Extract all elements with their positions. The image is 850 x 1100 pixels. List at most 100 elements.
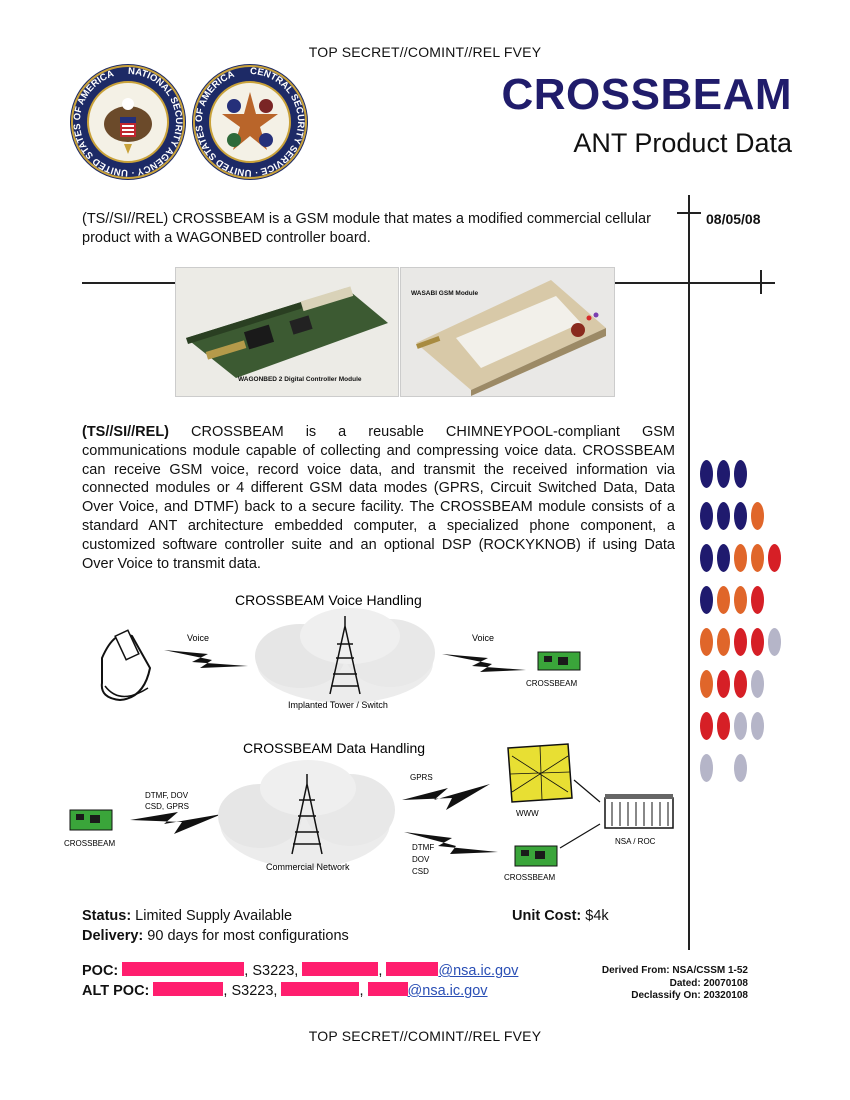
- decorative-dot: [717, 712, 730, 740]
- decorative-dot: [717, 670, 730, 698]
- status-label: Status:: [82, 908, 132, 924]
- gprs-label: GPRS: [410, 773, 433, 782]
- decorative-dot: [734, 670, 747, 698]
- data-diagram-title: CROSSBEAM Data Handling: [243, 740, 425, 756]
- description-marking: (TS//SI//REL): [82, 424, 169, 440]
- alt-poc-comma: ,: [359, 983, 364, 999]
- wasabi-caption: WASABI GSM Module: [411, 290, 479, 297]
- decorative-dot: [700, 460, 713, 488]
- alt-poc-separator: , S3223,: [223, 983, 282, 999]
- data-modes-label-1: DTMF, DOV: [145, 791, 189, 800]
- decorative-dot: [717, 586, 730, 614]
- tower-2-label: Commercial Network: [266, 862, 350, 872]
- declassify-on: Declassify On: 20320108: [631, 990, 748, 1001]
- decorative-dot: [700, 754, 713, 782]
- decorative-dot: [751, 502, 764, 530]
- cloud-network-2: [218, 760, 395, 868]
- nsa-roc-building-icon: [604, 794, 674, 829]
- poc-line: POC: , S3223, , @nsa.ic.gov: [82, 962, 518, 979]
- www-globe-icon: [507, 743, 573, 803]
- decorative-dot: [751, 544, 764, 572]
- wagonbed-caption: WAGONBED 2 Digital Controller Module: [238, 376, 362, 383]
- wagonbed-photo: WAGONBED 2 Digital Controller Module: [175, 267, 399, 397]
- crossbeam-label-1: CROSSBEAM: [526, 679, 577, 688]
- delivery-line: Delivery: 90 days for most configuration…: [82, 928, 349, 944]
- crossbeam-board-icon-1: [537, 651, 581, 671]
- decorative-dot: [734, 754, 747, 782]
- status-value: Limited Supply Available: [131, 908, 293, 924]
- date-tick: [677, 212, 701, 214]
- classification-top: TOP SECRET//COMINT//REL FVEY: [308, 44, 542, 60]
- crossbeam-label-2: CROSSBEAM: [64, 839, 115, 848]
- voice-diagram-title: CROSSBEAM Voice Handling: [235, 592, 422, 608]
- vertical-rule: [688, 195, 690, 950]
- document-date: 08/05/08: [706, 211, 761, 227]
- board-to-roc-line: [559, 823, 601, 849]
- delivery-value: 90 days for most configurations: [143, 928, 349, 944]
- decorative-dot: [717, 628, 730, 656]
- unit-cost-value: $4k: [581, 908, 609, 924]
- tower-1-label: Implanted Tower / Switch: [288, 700, 388, 710]
- redaction-block: [122, 962, 245, 976]
- agency-seals: NATIONAL SECURITY AGENCY · UNITED STATES…: [70, 64, 308, 180]
- classification-bottom: TOP SECRET//COMINT//REL FVEY: [308, 1028, 542, 1044]
- www-label: WWW: [516, 809, 539, 818]
- rule-right: [613, 282, 775, 284]
- gprs-bolt: [402, 784, 490, 810]
- decorative-dot: [734, 628, 747, 656]
- redaction-block: [153, 982, 224, 996]
- crossbeam-board-icon-3: [514, 845, 558, 867]
- decorative-dot: [717, 502, 730, 530]
- redaction-block: [302, 962, 379, 976]
- decorative-dot: [768, 544, 781, 572]
- decorative-dot: [700, 502, 713, 530]
- dov-label: DOV: [412, 855, 430, 864]
- decorative-dot: [751, 712, 764, 740]
- dtmf-label: DTMF: [412, 843, 434, 852]
- poc-comma: ,: [378, 963, 383, 979]
- redaction-block: [367, 982, 408, 996]
- cloud-network-1: [255, 608, 435, 703]
- decorative-dot: [700, 586, 713, 614]
- decorative-dot: [734, 712, 747, 740]
- derived-from: Derived From: NSA/CSSM 1-52: [601, 965, 748, 976]
- decorative-dot: [700, 544, 713, 572]
- decorative-dot: [734, 544, 747, 572]
- page-title: CROSSBEAM: [501, 70, 792, 119]
- delivery-label: Delivery:: [82, 928, 144, 944]
- alt-poc-email-link[interactable]: @nsa.ic.gov: [407, 983, 488, 999]
- voice-left-label: Voice: [187, 633, 209, 643]
- alt-poc-line: ALT POC: , S3223, , @nsa.ic.gov: [82, 982, 488, 999]
- crossbeam-board-icon-2: [69, 809, 113, 831]
- decorative-dot: [700, 712, 713, 740]
- derived-dated: Dated: 20070108: [669, 977, 748, 989]
- decorative-dot: [751, 586, 764, 614]
- decorative-dot: [768, 628, 781, 656]
- data-modes-label-2: CSD, GPRS: [145, 802, 189, 811]
- wagonbed-board-image: [186, 286, 388, 378]
- wasabi-module-image: [416, 280, 606, 396]
- decorative-dot: [734, 460, 747, 488]
- handset-icon: [100, 629, 152, 702]
- tower-icon-1: [329, 616, 361, 695]
- decorative-dot: [717, 544, 730, 572]
- alt-poc-label: ALT POC:: [82, 983, 150, 999]
- nsa-roc-label: NSA / ROC: [615, 837, 656, 846]
- decorative-dot: [700, 670, 713, 698]
- decorative-dot: [700, 628, 713, 656]
- decorative-dot: [751, 670, 764, 698]
- decorative-dot: [717, 460, 730, 488]
- csd-label: CSD: [412, 867, 429, 876]
- data-left-bolt: [130, 812, 222, 834]
- data-lower-bolt: [404, 832, 498, 854]
- decorative-dot: [734, 502, 747, 530]
- nsa-seal: NATIONAL SECURITY AGENCY · UNITED STATES…: [70, 64, 186, 180]
- rule-tick: [760, 270, 762, 294]
- rule-left: [82, 282, 175, 284]
- poc-email-link[interactable]: @nsa.ic.gov: [438, 963, 519, 979]
- page-subtitle: ANT Product Data: [573, 128, 792, 158]
- unit-cost-label: Unit Cost:: [512, 908, 582, 924]
- poc-separator: , S3223,: [244, 963, 303, 979]
- decorative-dot: [751, 628, 764, 656]
- css-seal: CENTRAL SECURITY SERVICE · UNITED STATES…: [192, 64, 308, 180]
